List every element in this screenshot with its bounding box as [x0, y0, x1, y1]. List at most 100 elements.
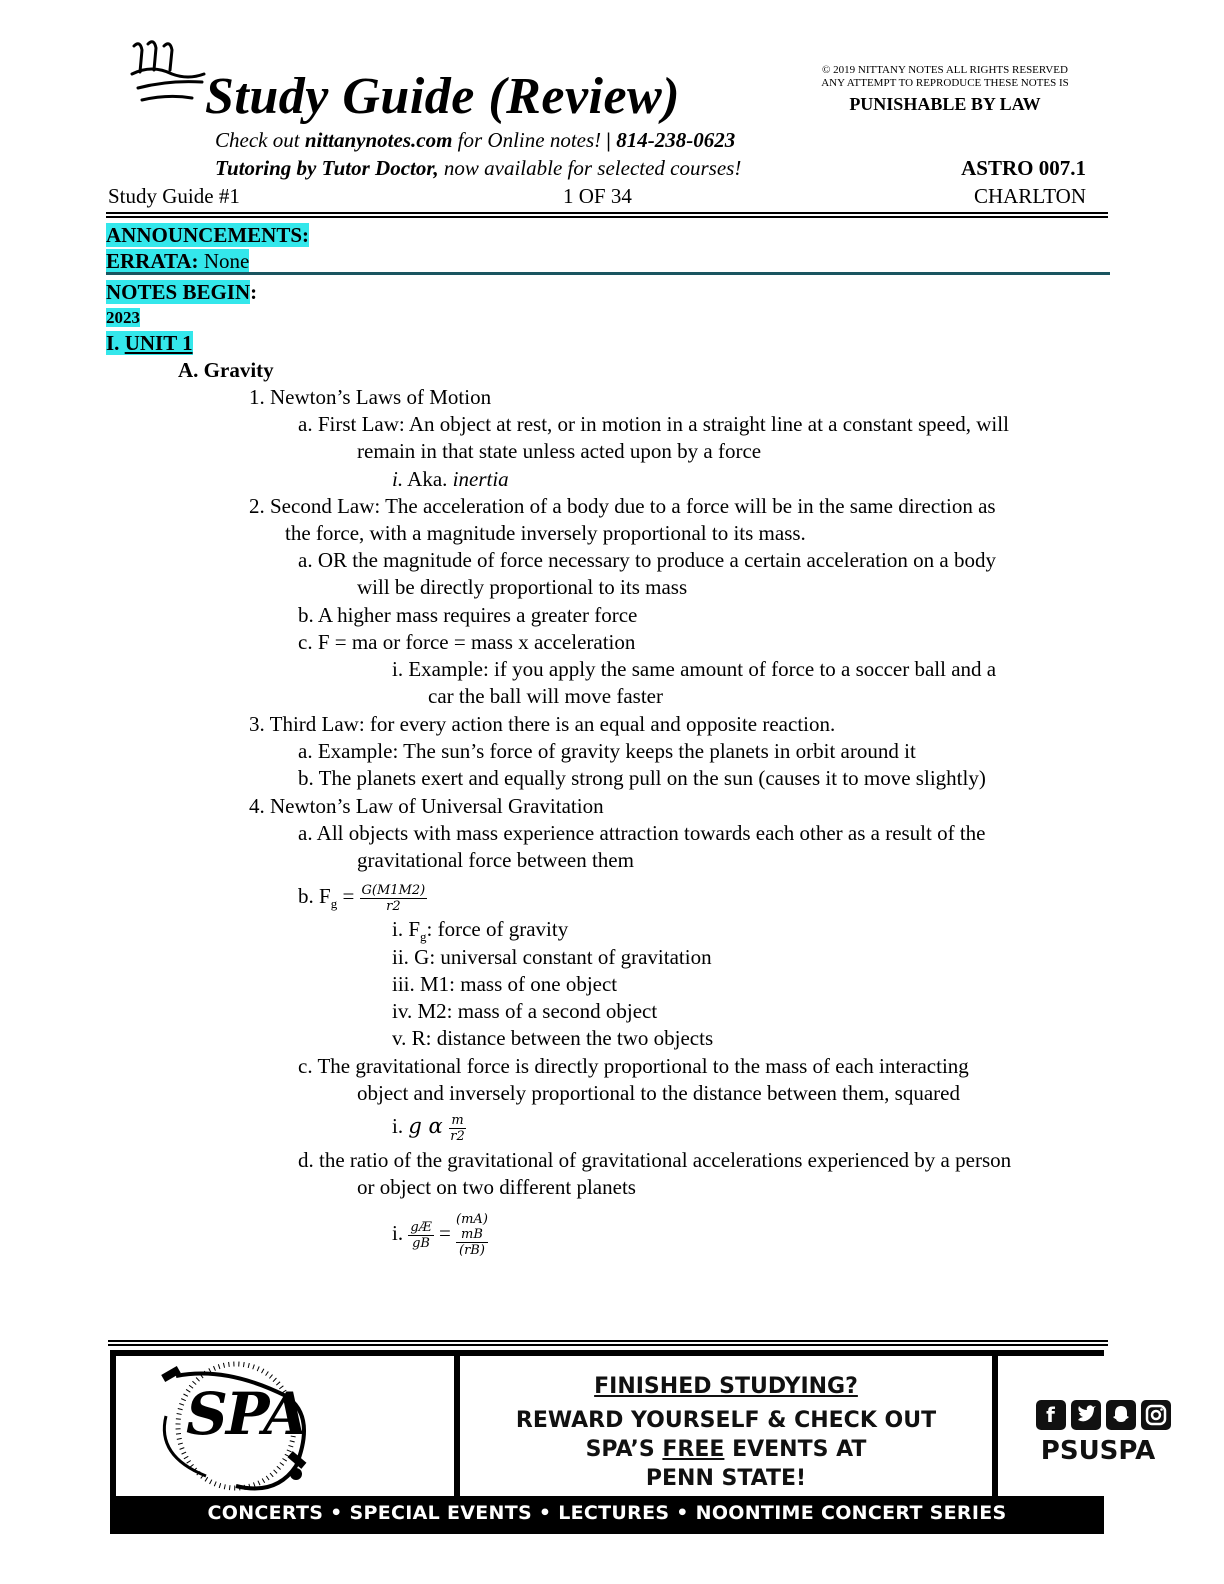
- errata-value: None: [198, 249, 250, 273]
- instructor-name: CHARLTON: [973, 184, 1086, 208]
- errata-label: ERRATA:: [106, 249, 199, 273]
- outline-subscript: g: [420, 929, 427, 945]
- spa-advertisement[interactable]: SPA FINISHED STUDYING? REWARD YOURSELF &…: [110, 1350, 1198, 1534]
- outline-item: or object on two different planets: [357, 1175, 636, 1199]
- ad-line-3: SPA’S FREE EVENTS AT: [460, 1437, 992, 1462]
- outline-item: v. R: distance between the two objects: [392, 1026, 714, 1050]
- spa-social-panel: f PSUSPA: [998, 1356, 1198, 1496]
- outline-item: a. All objects with mass experience attr…: [298, 821, 986, 845]
- ad-divider: [108, 1340, 1108, 1342]
- outline-item: will be directly proportional to its mas…: [357, 575, 688, 599]
- outline-item: i. Fg: force of gravity: [392, 916, 568, 950]
- outline-item: c. The gravitational force is directly p…: [298, 1054, 969, 1078]
- formula-middle: mB: [456, 1227, 488, 1244]
- line1-mid: for Online notes!: [452, 128, 607, 152]
- announcements-divider: [106, 272, 1110, 275]
- ad-line-3-pre: SPA’S: [585, 1437, 663, 1462]
- outline-term: inertia: [452, 467, 509, 491]
- outline-item: gravitational force between them: [357, 848, 634, 872]
- outline-marker: i.: [392, 467, 404, 491]
- year-value: 2023: [106, 308, 140, 327]
- outline-item: d. the ratio of the gravitational of gra…: [298, 1148, 1012, 1172]
- outline-item: a. OR the magnitude of force necessary t…: [298, 548, 996, 572]
- outline-item: i. Example: if you apply the same amount…: [392, 657, 997, 681]
- formula-denominator: r2: [450, 1128, 465, 1144]
- notes-begin-label: NOTES BEGIN: [106, 280, 251, 304]
- ad-line-2: REWARD YOURSELF & CHECK OUT: [515, 1408, 937, 1433]
- outline-text: i.: [392, 1114, 409, 1138]
- formula-text: g α: [408, 1114, 450, 1138]
- unit-heading: I. UNIT 1: [106, 330, 193, 356]
- twitter-icon[interactable]: [1070, 1400, 1101, 1430]
- online-notes-line: Check out nittanynotes.com for Online no…: [215, 128, 735, 153]
- spa-message-panel: FINISHED STUDYING? REWARD YOURSELF & CHE…: [460, 1356, 992, 1496]
- spa-logo-panel: SPA: [116, 1356, 454, 1496]
- instagram-icon[interactable]: [1140, 1400, 1171, 1430]
- facebook-icon[interactable]: f: [1035, 1400, 1066, 1430]
- outline-text: Aka.: [403, 467, 453, 491]
- formula-numerator: m: [449, 1112, 466, 1129]
- formula-numerator: gÆ: [408, 1219, 434, 1236]
- outline-item: remain in that state unless acted upon b…: [357, 439, 762, 463]
- outline-item: 3. Third Law: for every action there is …: [249, 712, 836, 736]
- social-handle: PSUSPA: [1040, 1436, 1156, 1466]
- header-divider: [106, 212, 1108, 214]
- formula-numerator: G(M1M2): [359, 882, 428, 899]
- ad-divider-2: [108, 1344, 1108, 1346]
- formula-fraction: G(M1M2)r2: [359, 882, 428, 914]
- formula-top: (mA): [456, 1212, 488, 1228]
- unit-title: UNIT 1: [124, 331, 193, 355]
- outline-item: car the ball will move faster: [428, 684, 663, 708]
- errata-line: ERRATA: None: [106, 248, 250, 274]
- page-title: Study Guide (Review): [205, 68, 681, 125]
- tutoring-bold: Tutoring by Tutor Doctor,: [215, 156, 439, 180]
- formula-subscript: g: [330, 896, 338, 912]
- ad-bottom-banner: CONCERTS • SPECIAL EVENTS • LECTURES • N…: [207, 1502, 1007, 1524]
- outline-item: 2. Second Law: The acceleration of a bod…: [249, 494, 996, 518]
- section-gravity-heading: A. Gravity: [178, 358, 274, 382]
- outline-text: : force of gravity: [426, 917, 569, 941]
- formula-denominator: r2: [386, 898, 401, 914]
- formula-label: b. F: [298, 884, 331, 908]
- formula-equals: =: [433, 1221, 457, 1245]
- outline-item: a. Example: The sun’s force of gravity k…: [298, 739, 916, 763]
- line1-pre: Check out: [215, 128, 305, 152]
- snapchat-icon[interactable]: [1105, 1400, 1136, 1430]
- formula-equals: =: [337, 884, 360, 908]
- copyright-line-1: © 2019 NITTANY NOTES ALL RIGHTS RESERVED: [822, 64, 1068, 76]
- tutoring-line: Tutoring by Tutor Doctor, now available …: [215, 156, 741, 181]
- outline-item: ii. G: universal constant of gravitation: [392, 945, 712, 969]
- ad-free-word: FREE: [662, 1437, 725, 1462]
- spa-logo-icon: [161, 1361, 307, 1491]
- outline-item: b. The planets exert and equally strong …: [298, 766, 986, 790]
- ad-headline: FINISHED STUDYING?: [594, 1374, 858, 1399]
- social-icons: f: [1028, 1400, 1178, 1432]
- announcements-heading: ANNOUNCEMENTS:: [106, 222, 310, 248]
- outline-item: c. F = ma or force = mass x acceleration: [298, 630, 636, 654]
- page-counter: 1 OF 34: [563, 184, 632, 208]
- course-code: ASTRO 007.1: [961, 156, 1086, 180]
- hand-logo-icon: [130, 40, 206, 102]
- outline-item: 1. Newton’s Laws of Motion: [249, 385, 492, 409]
- tutoring-rest: now available for selected courses!: [438, 156, 742, 180]
- copyright-notice: © 2019 NITTANY NOTES ALL RIGHTS RESERVED…: [760, 64, 1130, 90]
- unit-prefix: I.: [106, 331, 125, 355]
- copyright-line-2: ANY ATTEMPT TO REPRODUCE THESE NOTES IS: [821, 77, 1069, 89]
- phone-number: | 814-238-0623: [606, 128, 736, 152]
- outline-item: i. Aka. inertia: [392, 466, 509, 493]
- formula-denominator: gB: [412, 1235, 430, 1251]
- site-link[interactable]: nittanynotes.com: [304, 128, 453, 152]
- punishable-notice: PUNISHABLE BY LAW: [849, 94, 1041, 114]
- notes-begin-colon: :: [250, 280, 258, 304]
- outline-text: i. F: [392, 917, 421, 941]
- ad-line-3-post: EVENTS AT: [724, 1437, 867, 1462]
- outline-item: iii. M1: mass of one object: [392, 972, 618, 996]
- outline-item: object and inversely proportional to the…: [357, 1081, 960, 1105]
- outline-item: a. First Law: An object at rest, or in m…: [298, 412, 1009, 436]
- outline-text: i.: [392, 1221, 409, 1245]
- spa-logo-text: SPA: [186, 1380, 308, 1448]
